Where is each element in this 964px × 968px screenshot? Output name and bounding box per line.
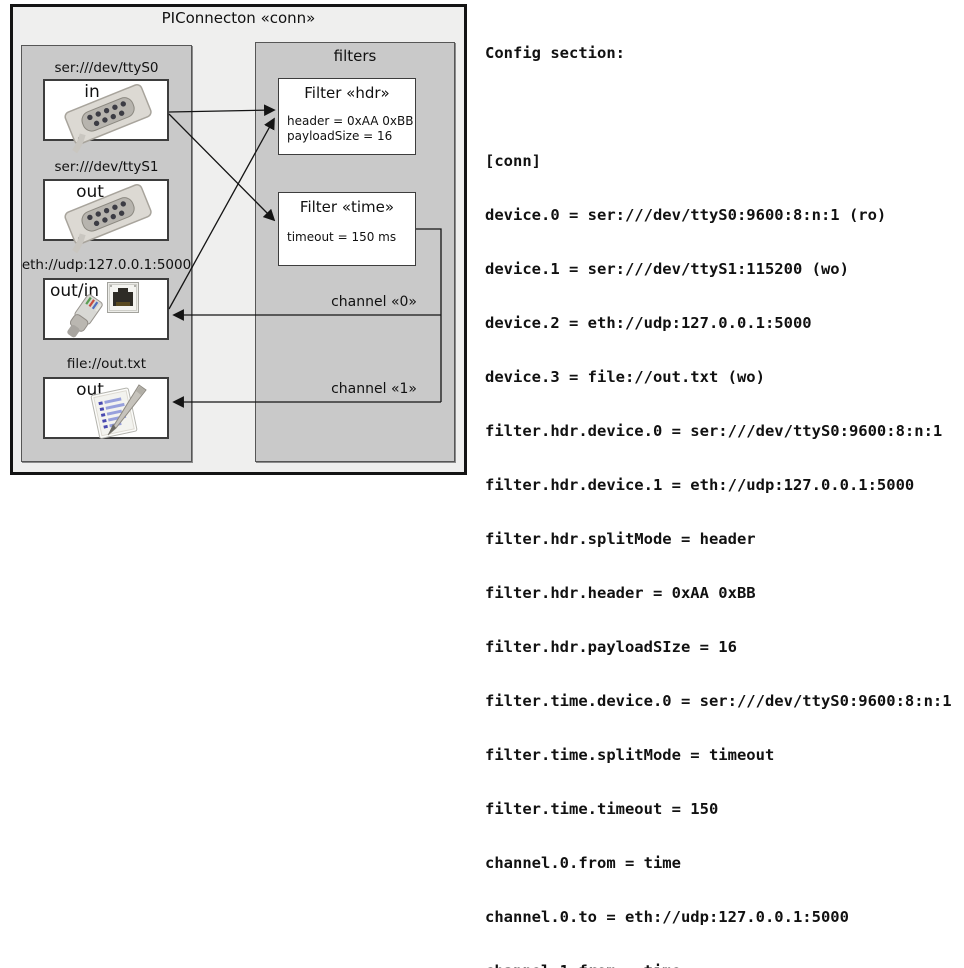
config-blank-line xyxy=(485,98,963,116)
config-line: device.3 = file://out.txt (wo) xyxy=(485,368,765,386)
device-direction: out xyxy=(76,182,104,202)
config-panel: Config section: [conn] device.0 = ser://… xyxy=(485,8,963,968)
device-box-ttys0: in xyxy=(43,79,169,154)
ethernet-jack-icon xyxy=(107,282,139,313)
filter-property: payloadSize = 16 xyxy=(287,129,393,143)
connection-diagram: PIConnecton «conn» filters ser:///dev/tt… xyxy=(0,0,480,484)
filter-title: Filter «time» xyxy=(299,198,395,216)
config-heading: Config section: xyxy=(485,44,625,62)
config-line: filter.hdr.splitMode = header xyxy=(485,530,756,548)
config-line: filter.hdr.device.0 = ser:///dev/ttyS0:9… xyxy=(485,422,943,440)
serial-connector-icon xyxy=(64,184,152,254)
channel-0-label: channel «0» xyxy=(331,294,417,310)
config-line: [conn] xyxy=(485,152,541,170)
config-line: filter.hdr.header = 0xAA 0xBB xyxy=(485,584,756,602)
channel-1-label: channel «1» xyxy=(331,381,417,397)
diagram-title: PIConnecton «conn» xyxy=(161,9,316,27)
notepad-icon xyxy=(90,384,147,439)
device-direction: in xyxy=(84,82,100,102)
config-line: filter.time.device.0 = ser:///dev/ttyS0:… xyxy=(485,692,952,710)
config-line: channel.0.from = time xyxy=(485,854,681,872)
device-box-ttys1: out xyxy=(43,179,169,254)
device-box-eth: out/in xyxy=(43,278,169,340)
ethernet-cable-icon xyxy=(67,294,103,338)
config-line: channel.1.from = time xyxy=(485,962,963,968)
filter-property: timeout = 150 ms xyxy=(287,230,397,244)
config-line: channel.0.to = eth://udp:127.0.0.1:5000 xyxy=(485,908,849,926)
config-line: filter.time.splitMode = timeout xyxy=(485,746,775,764)
config-line: filter.hdr.payloadSIze = 16 xyxy=(485,638,737,656)
filter-box-hdr: Filter «hdr» header = 0xAA 0xBB payloadS… xyxy=(278,78,416,155)
device-label-eth: eth://udp:127.0.0.1:5000 xyxy=(21,257,192,273)
filter-box-time: Filter «time» timeout = 150 ms xyxy=(278,192,416,266)
device-label-ttys1: ser:///dev/ttyS1 xyxy=(54,159,159,175)
device-label-file: file://out.txt xyxy=(66,356,147,372)
config-line: filter.time.timeout = 150 xyxy=(485,800,719,818)
device-box-file: out xyxy=(43,377,169,439)
serial-connector-icon xyxy=(64,84,152,154)
config-line: device.1 = ser:///dev/ttyS1:115200 (wo) xyxy=(485,260,849,278)
filters-group-title: filters xyxy=(333,47,377,65)
filter-title: Filter «hdr» xyxy=(304,84,390,102)
config-line: device.0 = ser:///dev/ttyS0:9600:8:n:1 (… xyxy=(485,206,887,224)
config-line: filter.hdr.device.1 = eth://udp:127.0.0.… xyxy=(485,476,915,494)
device-label-ttys0: ser:///dev/ttyS0 xyxy=(54,60,159,76)
config-line: device.2 = eth://udp:127.0.0.1:5000 xyxy=(485,314,812,332)
filter-property: header = 0xAA 0xBB xyxy=(287,114,414,128)
